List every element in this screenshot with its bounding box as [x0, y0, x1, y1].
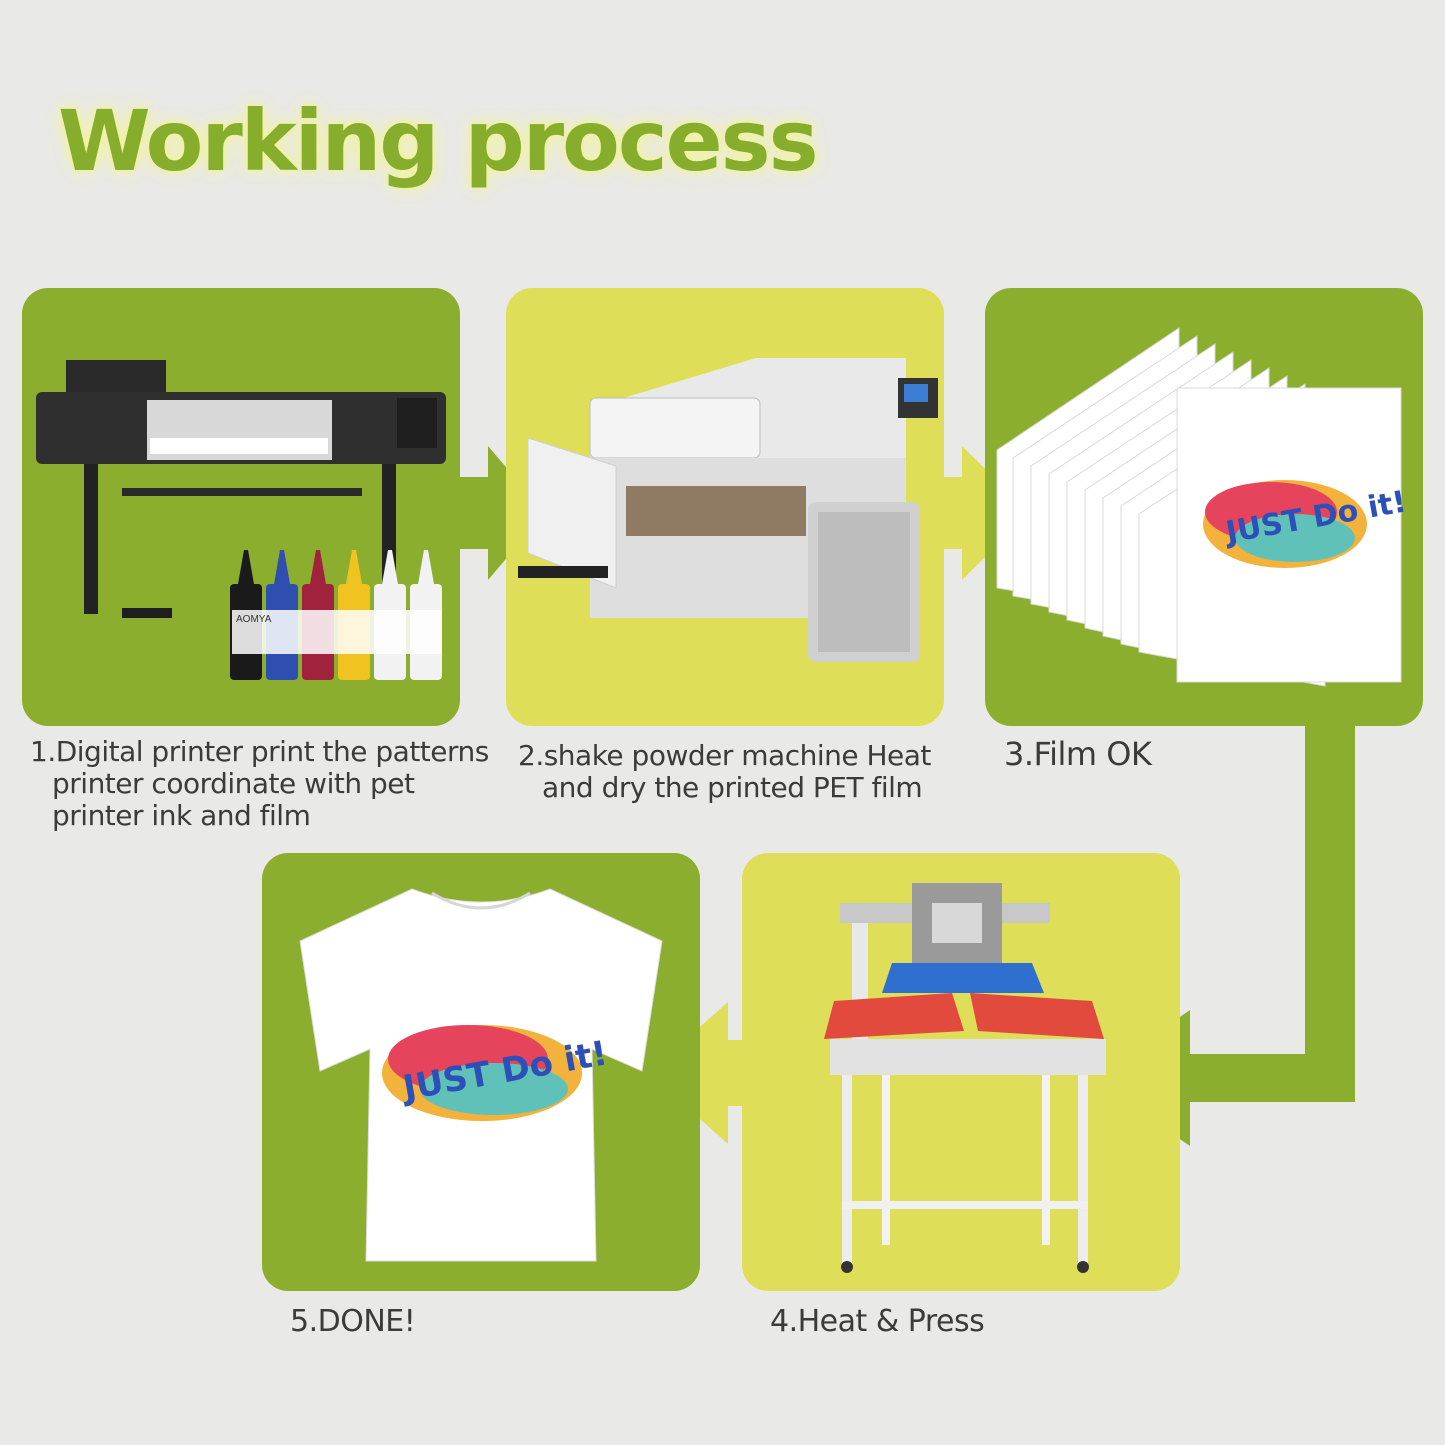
heat-press-illustration [824, 883, 1106, 1273]
step-2-tile [506, 288, 944, 726]
step-5-tile: JUST Do it! [262, 853, 700, 1291]
step-3-tile: JUST Do it! [985, 288, 1423, 726]
step-1-line-2: printer coordinate with pet [52, 767, 415, 800]
powder-shaker-illustration [518, 358, 938, 662]
step-2-caption: 2.shake powder machine Heat and dry the … [518, 740, 931, 804]
step-3-caption: 3.Film OK [1004, 735, 1152, 773]
step-4-line-1: 4.Heat & Press [770, 1304, 985, 1339]
step-2-line-1: 2.shake powder machine Heat [518, 739, 931, 772]
step-3-line-1: 3.Film OK [1004, 735, 1152, 773]
step-5-line-1: 5.DONE! [290, 1304, 416, 1339]
ink-brand-label: AOMYA [236, 614, 272, 625]
pet-films-illustration [996, 327, 1402, 687]
tshirt-illustration [299, 888, 663, 1262]
step-1-line-3: printer ink and film [52, 799, 311, 832]
page-title: Working process [58, 92, 819, 190]
step-2-line-2: and dry the printed PET film [542, 771, 923, 804]
step-1-caption: 1.Digital printer print the patterns pri… [30, 736, 489, 832]
just-do-it-logo-icon [1203, 480, 1367, 568]
printer-illustration [36, 360, 446, 680]
ink-bottles-icon [230, 550, 442, 680]
step-4-tile [742, 853, 1180, 1291]
step-1-tile: AOMYA [22, 288, 460, 726]
step-4-caption: 4.Heat & Press [770, 1304, 985, 1339]
step-1-line-1: 1.Digital printer print the patterns [30, 735, 489, 768]
shirt-print-logo-icon [382, 1025, 582, 1121]
step-5-caption: 5.DONE! [290, 1304, 416, 1339]
